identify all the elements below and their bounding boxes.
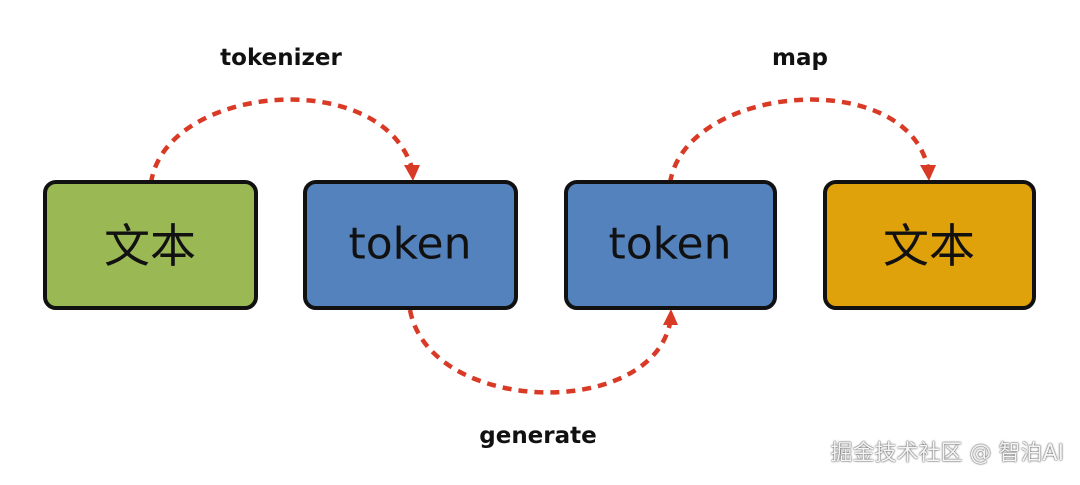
node-token-a-box — [303, 180, 518, 310]
watermark: 掘金技术社区 @ 智泊AI — [830, 441, 1064, 466]
edge-tokenizer-arrowhead — [404, 165, 420, 181]
edge-map: map — [667, 45, 936, 184]
node-token-b-label: token — [608, 219, 731, 270]
edge-tokenizer: tokenizer — [148, 45, 420, 184]
edge-label-tokenizer: tokenizer — [220, 45, 342, 71]
edge-label-map: map — [772, 45, 828, 71]
node-token-b: token — [564, 180, 777, 310]
edge-map-path — [667, 97, 931, 184]
edge-generate-arrowhead — [663, 309, 678, 325]
node-text-input-box — [43, 180, 258, 310]
node-token-a: token — [303, 180, 518, 310]
edge-generate: generate — [407, 309, 678, 449]
edge-generate-path — [407, 309, 673, 395]
edge-label-generate: generate — [479, 423, 597, 449]
edge-tokenizer-path — [148, 97, 415, 184]
node-text-input: 文本 — [43, 180, 258, 310]
node-text-output-box — [823, 180, 1036, 310]
node-text-input-label: 文本 — [104, 219, 196, 273]
node-text-output-label: 文本 — [883, 219, 975, 273]
node-text-output: 文本 — [823, 180, 1036, 310]
node-token-a-label: token — [348, 219, 471, 270]
edge-map-arrowhead — [920, 165, 936, 181]
node-token-b-box — [564, 180, 777, 310]
